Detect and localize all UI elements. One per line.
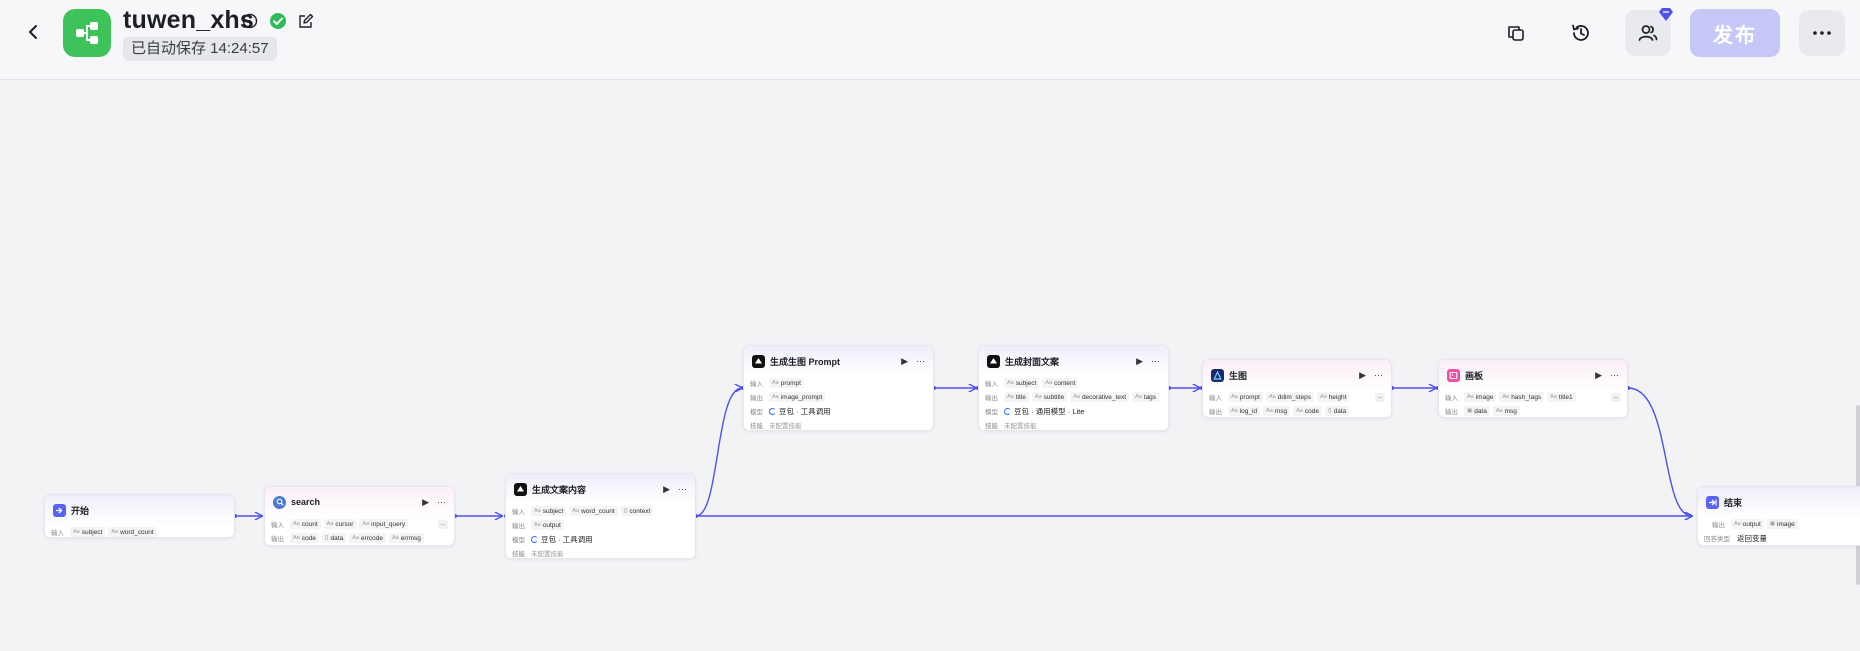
more-options-button[interactable] — [1799, 10, 1845, 56]
node-title: 结束 — [1724, 497, 1743, 508]
llm-icon — [514, 482, 527, 496]
run-icon[interactable]: ▶ — [1136, 355, 1143, 366]
more-icon[interactable]: ··· — [1151, 356, 1160, 366]
more-inputs-badge[interactable]: ... — [438, 519, 448, 529]
users-icon — [1638, 25, 1658, 41]
llm-icon — [987, 354, 1000, 368]
node-title: 生图 — [1229, 370, 1248, 381]
premium-badge-icon — [1659, 8, 1673, 21]
start-icon — [53, 503, 66, 517]
more-inputs-badge[interactable]: ... — [1611, 392, 1621, 402]
more-icon[interactable]: ··· — [916, 356, 925, 366]
node-title: search — [291, 497, 321, 507]
collaborators-button[interactable] — [1625, 10, 1671, 56]
doubao-model-icon — [531, 535, 538, 543]
more-icon[interactable]: ··· — [678, 484, 687, 494]
run-icon[interactable]: ▶ — [663, 483, 670, 494]
published-check-icon — [268, 11, 288, 31]
doubao-model-icon — [1004, 407, 1011, 415]
autosave-status: 已自动保存 14:24:57 — [123, 37, 277, 61]
run-icon[interactable]: ▶ — [1595, 369, 1602, 380]
publish-button[interactable]: 发布 — [1690, 9, 1780, 57]
more-horizontal-icon — [1813, 31, 1831, 35]
more-inputs-badge[interactable]: ... — [1375, 392, 1385, 402]
history-icon — [1572, 24, 1589, 41]
run-icon[interactable]: ▶ — [901, 355, 908, 366]
back-button[interactable] — [22, 20, 46, 44]
search-plugin-icon — [273, 495, 286, 509]
page-title: tuwen_xhs — [123, 6, 254, 34]
node-title: 生成文案内容 — [532, 484, 587, 495]
copy-icon — [1508, 26, 1524, 41]
node-title: 开始 — [71, 505, 90, 516]
end-icon — [1706, 495, 1719, 509]
llm-icon — [752, 354, 765, 368]
node-title: 生成生图 Prompt — [770, 356, 841, 367]
top-bar: tuwen_xhs 已自动保存 14:24:57 发布 — [0, 0, 1860, 80]
chevron-left-icon — [29, 25, 37, 39]
more-icon[interactable]: ··· — [1610, 370, 1619, 380]
doubao-model-icon — [769, 407, 776, 415]
node-title: 画板 — [1465, 370, 1484, 381]
info-icon[interactable] — [240, 11, 260, 31]
duplicate-button[interactable] — [1493, 10, 1539, 56]
history-button[interactable] — [1558, 10, 1604, 56]
image-gen-icon — [1211, 368, 1224, 382]
canvas-board-icon — [1447, 368, 1460, 382]
run-icon[interactable]: ▶ — [422, 496, 429, 507]
run-icon[interactable]: ▶ — [1359, 369, 1366, 380]
more-icon[interactable]: ··· — [1374, 370, 1383, 380]
more-icon[interactable]: ··· — [437, 497, 446, 507]
edit-icon[interactable] — [296, 11, 316, 31]
node-title: 生成封面文案 — [1005, 356, 1060, 367]
workflow-app-icon — [63, 9, 111, 57]
